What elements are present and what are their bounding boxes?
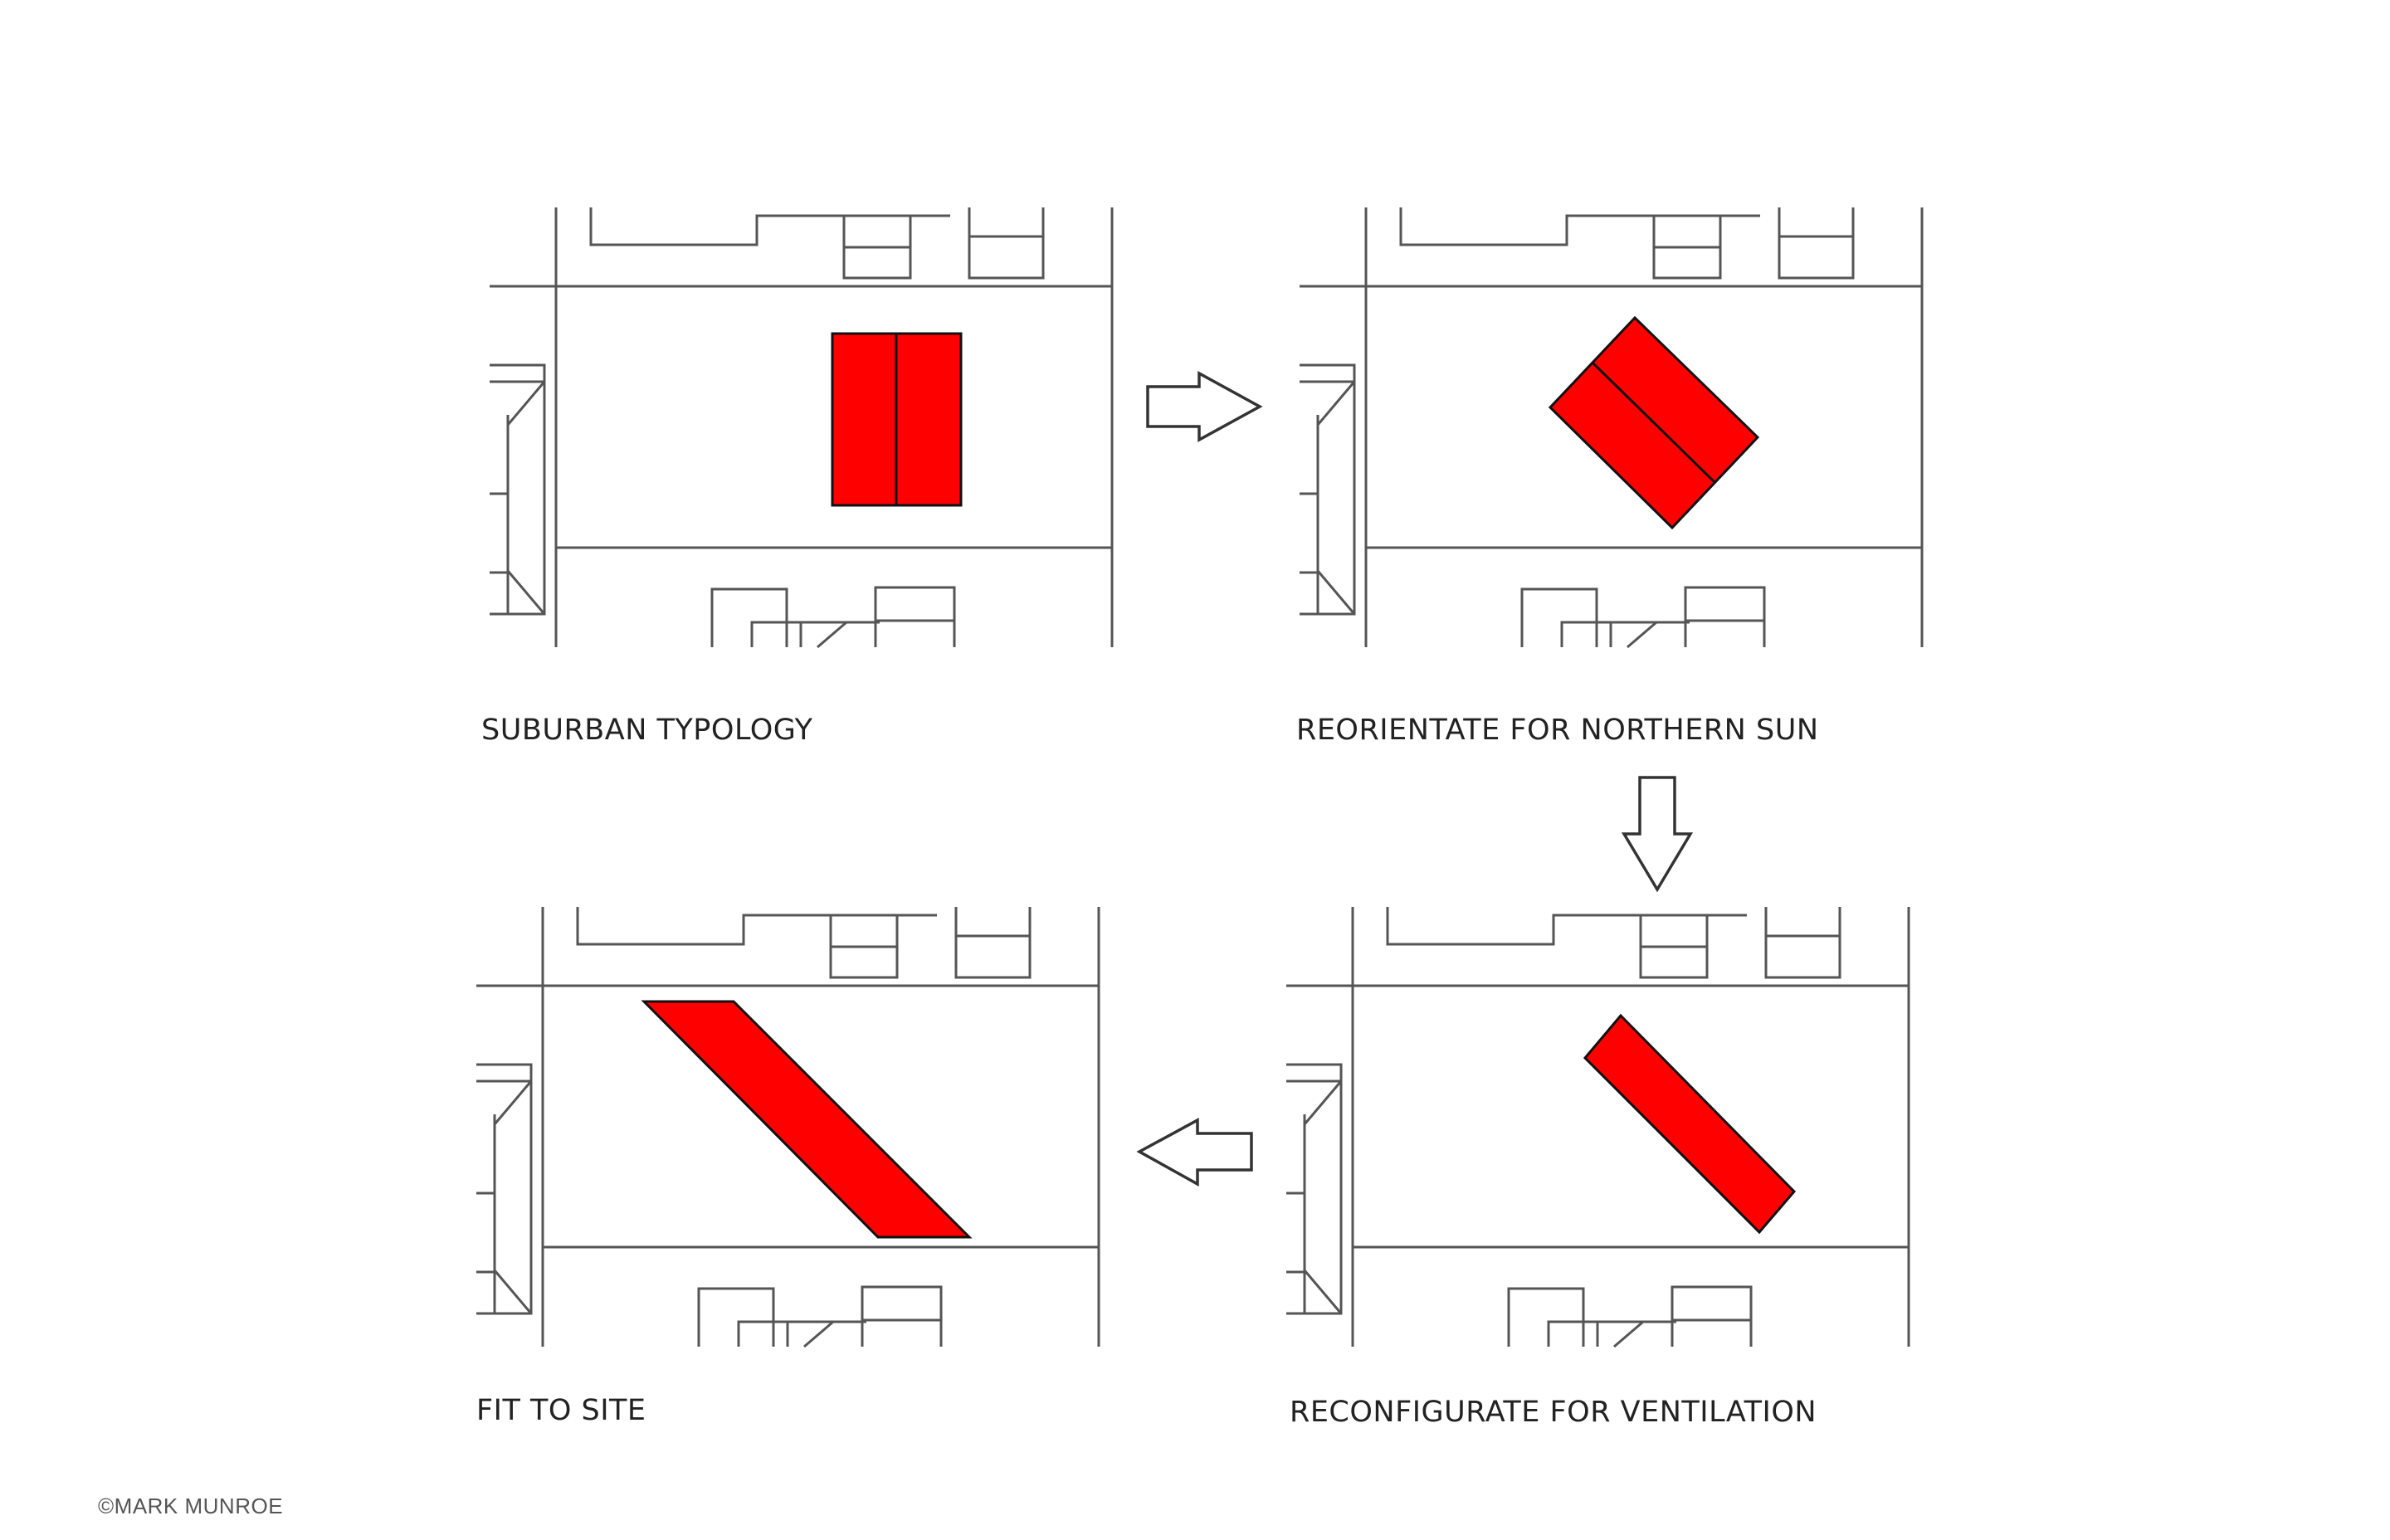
- building-block: [1583, 1013, 1797, 1235]
- panel-reconfigurate: [1285, 905, 1910, 1348]
- copyright-credit: ©MARK MUNROE: [98, 1494, 284, 1518]
- arrow-right-icon: [1146, 371, 1263, 442]
- caption-reconfigurate: RECONFIGURATE FOR VENTILATION: [1290, 1396, 1817, 1429]
- caption-reorientate: REORIENTATE FOR NORTHERN SUN: [1296, 714, 1819, 747]
- caption-suburban-typology: SUBURBAN TYPOLOGY: [481, 714, 813, 747]
- caption-fit-to-site: FIT TO SITE: [476, 1394, 646, 1427]
- panel-fit-to-site: [475, 905, 1100, 1348]
- panel-suburban: [488, 206, 1114, 649]
- arrow-down-icon: [1621, 776, 1694, 893]
- panel-reorientate: [1298, 206, 1924, 649]
- arrow-left-icon: [1136, 1118, 1253, 1187]
- building-block: [641, 1000, 973, 1239]
